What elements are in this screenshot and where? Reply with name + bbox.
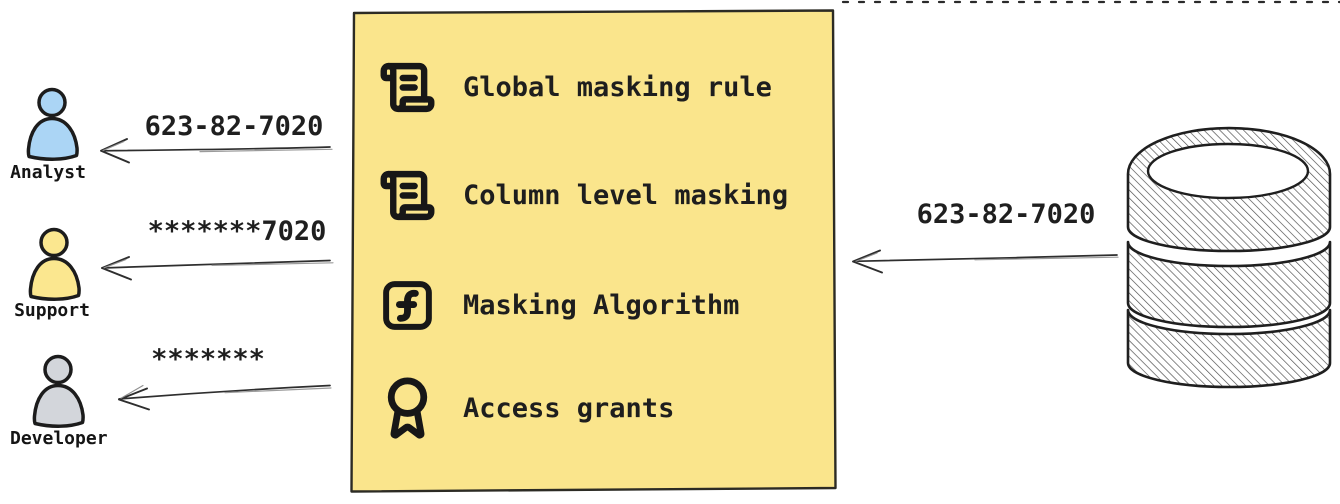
person-icon <box>28 227 81 301</box>
masked-value-support: *******7020 <box>147 216 327 247</box>
arrow-to-analyst <box>100 138 333 164</box>
scroll-text-icon <box>380 170 435 220</box>
rule-item-column-masking: Column level masking <box>379 165 822 225</box>
rule-label: Masking Algorithm <box>463 289 740 321</box>
persona-label-developer: Developer <box>10 428 108 449</box>
person-icon <box>32 354 85 428</box>
rule-label: Global masking rule <box>463 71 772 103</box>
award-icon <box>387 377 428 439</box>
database-icon <box>1126 126 1332 389</box>
rule-item-global-masking: Global masking rule <box>379 57 822 117</box>
masked-value-analyst: 623-82-7020 <box>144 111 324 142</box>
arrow-db-to-rules <box>852 249 1119 274</box>
masking-rules-box: Global masking rule Column level masking… <box>349 8 838 494</box>
rule-item-masking-algorithm: Masking Algorithm <box>379 275 822 335</box>
rule-label: Column level masking <box>463 179 789 211</box>
arrow-to-support <box>101 256 334 281</box>
db-outgoing-value: 623-82-7020 <box>916 199 1096 230</box>
masked-value-developer: ******* <box>151 344 265 375</box>
function-square-icon <box>383 280 432 330</box>
persona-label-support: Support <box>14 300 90 321</box>
rule-label: Access grants <box>463 392 675 424</box>
person-icon <box>26 87 79 161</box>
scroll-text-icon <box>380 62 435 112</box>
rule-item-access-grants: Access grants <box>379 374 822 442</box>
arrow-to-developer <box>118 384 332 411</box>
persona-label-analyst: Analyst <box>10 162 86 183</box>
box-background <box>350 9 837 493</box>
